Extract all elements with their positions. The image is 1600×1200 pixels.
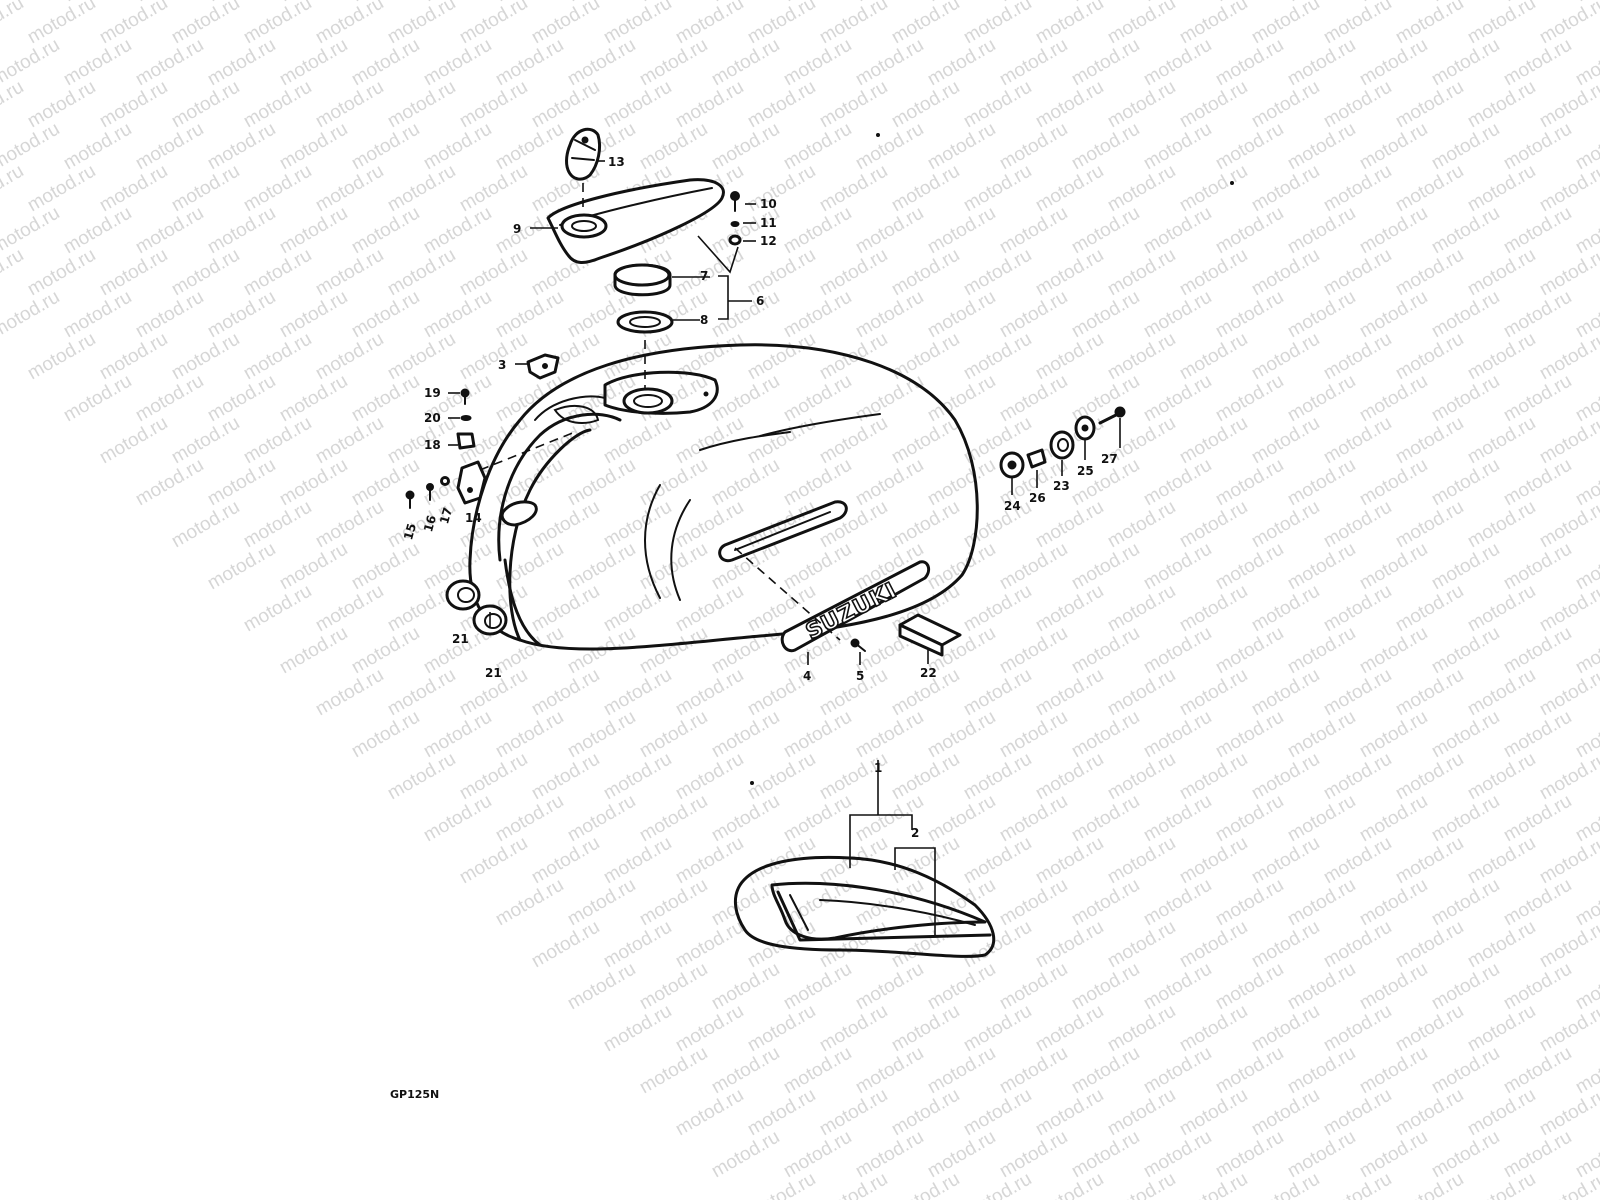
callout-numbers: 13 9 10 11 12 7 6 8 3 19 20 18 15 16 17 … [401, 155, 1118, 840]
rear-bracket [456, 460, 487, 505]
fasteners-left [405, 388, 476, 509]
pad [898, 613, 962, 657]
callout-17: 17 [437, 506, 455, 526]
callout-2: 2 [911, 826, 919, 840]
callout-6: 6 [756, 294, 764, 308]
filler-neck [622, 387, 674, 415]
callout-7: 7 [700, 269, 708, 283]
callout-15: 15 [401, 522, 419, 542]
callout-12: 12 [760, 234, 777, 248]
callout-19: 19 [424, 386, 441, 400]
tank-with-decal-view [733, 760, 996, 958]
callout-18: 18 [424, 438, 441, 452]
callout-1: 1 [874, 761, 882, 775]
tank-top-cover [546, 178, 725, 264]
callout-25: 25 [1077, 464, 1094, 478]
model-code: GP125N [390, 1088, 439, 1101]
callout-4: 4 [803, 669, 811, 683]
callout-22: 22 [920, 666, 937, 680]
callout-10: 10 [760, 197, 777, 211]
callout-20: 20 [424, 411, 441, 425]
bracket [526, 353, 560, 380]
callout-13: 13 [608, 155, 625, 169]
callout-5: 5 [856, 669, 864, 683]
fasteners-top [697, 191, 742, 274]
callout-16: 16 [421, 514, 439, 534]
callout-26: 26 [1029, 491, 1046, 505]
emblem-screw [850, 638, 866, 652]
callout-11: 11 [760, 216, 777, 230]
cap-lock [565, 127, 602, 212]
callout-14: 14 [465, 511, 482, 525]
callout-21-lower: 21 [485, 666, 502, 680]
cap-gasket [616, 310, 674, 334]
callout-21-upper: 21 [452, 632, 469, 646]
cushion-upper [445, 579, 481, 611]
fuel-tank [468, 343, 979, 651]
callout-8: 8 [700, 313, 708, 327]
callout-3: 3 [498, 358, 506, 372]
callout-24: 24 [1004, 499, 1021, 513]
callout-9: 9 [513, 222, 521, 236]
suzuki-logo-text: SUZUKI [802, 578, 901, 645]
fasteners-right [999, 406, 1126, 479]
leader-lines [448, 160, 1121, 665]
callout-23: 23 [1053, 479, 1070, 493]
callout-27: 27 [1101, 452, 1118, 466]
fuel-cap [613, 263, 672, 297]
